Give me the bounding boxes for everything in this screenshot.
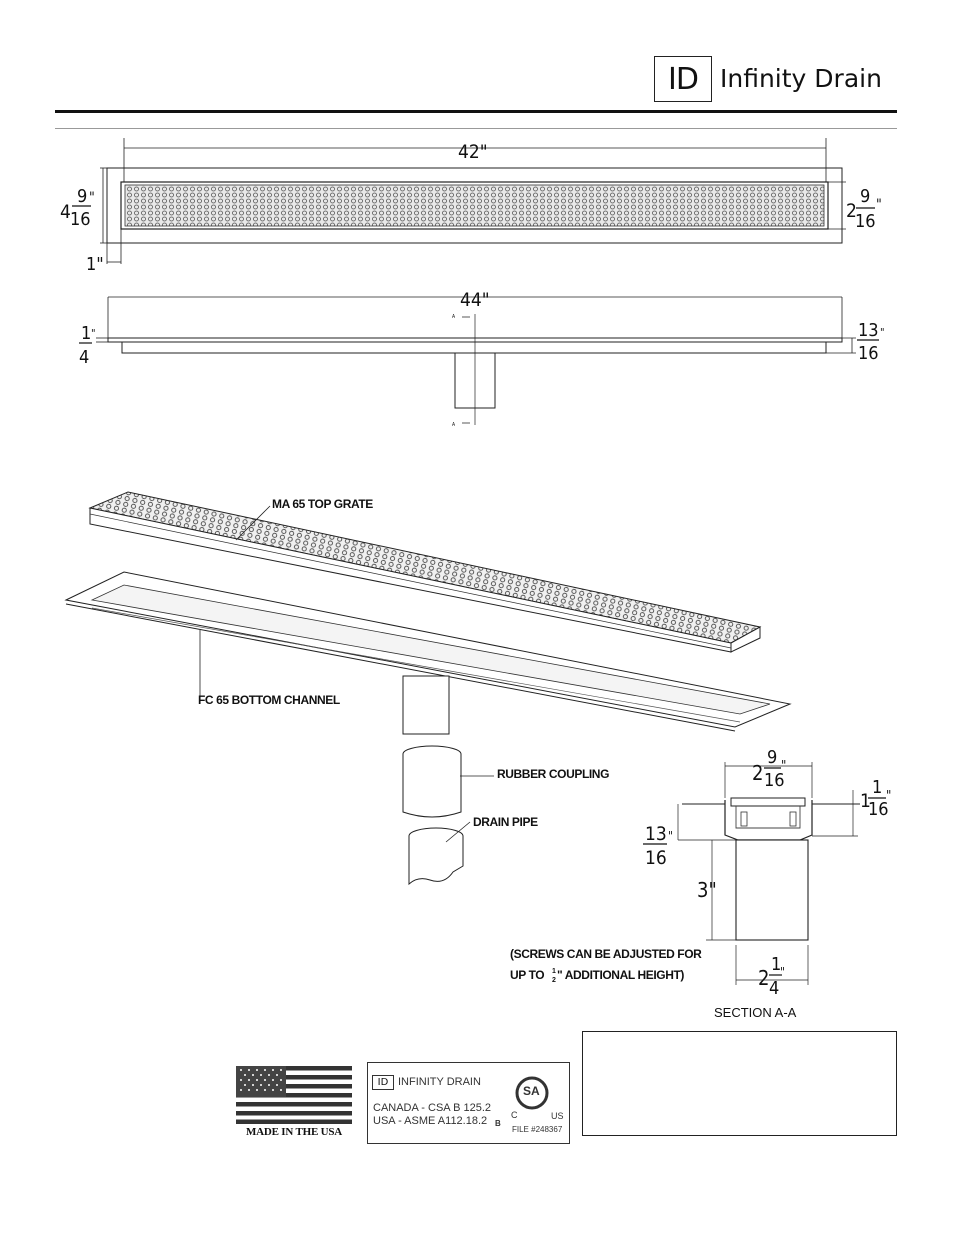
screws-note-line1: (SCREWS CAN BE ADJUSTED FOR	[510, 947, 702, 961]
notes-box	[582, 1031, 897, 1136]
channel-outlet	[402, 675, 450, 735]
channel-inner	[90, 584, 771, 715]
channel-label: FC 65 BOTTOM CHANNEL	[198, 693, 340, 707]
side-view-left-unit: "	[91, 327, 96, 340]
section-left-unit: "	[668, 829, 673, 843]
top-view-grate-num: 9	[860, 186, 870, 207]
usa-flag-icon	[236, 1066, 352, 1124]
top-view-width-den: 16	[70, 209, 91, 230]
side-view-right-num: 13	[858, 320, 879, 341]
section-outlet-whole: 2	[758, 966, 769, 990]
section-outlet-den: 4	[769, 978, 779, 999]
header-rule	[55, 110, 897, 113]
exploded-view	[64, 491, 792, 886]
top-view-grate-den: 16	[855, 211, 876, 232]
side-view-channel	[121, 341, 827, 354]
section-flange-unit: "	[886, 789, 891, 804]
top-view-width-unit: "	[89, 190, 95, 206]
csa-logo-icon: SA	[515, 1076, 549, 1110]
side-view-length: 44"	[460, 289, 490, 311]
top-view-grate	[124, 184, 825, 227]
section-grate	[730, 797, 806, 807]
section-flange-den: 16	[868, 799, 889, 820]
cert-logo-mark: ID	[372, 1075, 394, 1090]
screws-note-line2-b: " ADDITIONAL HEIGHT)	[557, 968, 684, 982]
top-view-grate-whole: 2	[846, 200, 857, 222]
section-flange-num: 1	[872, 777, 882, 798]
section-view	[677, 762, 860, 985]
cert-usa: USA - ASME A112.18.2	[373, 1115, 488, 1127]
side-view-left-num: 1	[81, 323, 91, 344]
header-subrule	[55, 128, 897, 129]
section-marker-bottom: A	[452, 422, 456, 428]
screws-note-line2-den: 2	[552, 977, 556, 984]
top-view	[100, 138, 846, 264]
top-view-length: 42"	[458, 141, 488, 163]
cert-us-mark: US	[551, 1111, 564, 1121]
top-view-grate-unit: "	[876, 197, 882, 213]
svg-text:SA: SA	[523, 1084, 540, 1098]
section-left-den: 16	[645, 847, 667, 869]
cert-b-mark: B	[495, 1119, 501, 1128]
section-top-whole: 2	[752, 761, 763, 785]
brand-logo-mark: ID	[654, 56, 712, 102]
section-top-num: 9	[767, 747, 777, 768]
section-top-unit: "	[781, 759, 786, 774]
side-view-right-den: 16	[858, 343, 879, 364]
brand-name: Infinity Drain	[720, 64, 882, 93]
top-view-width-whole: 4	[60, 201, 71, 223]
screws-note-line2-num: 1	[552, 968, 556, 975]
logo-initials: ID	[668, 61, 699, 97]
top-view-offset: 1"	[86, 254, 104, 275]
section-title: SECTION A-A	[714, 1005, 797, 1020]
certification-box: ID INFINITY DRAIN CANADA - CSA B 125.2 U…	[367, 1062, 570, 1144]
cert-brand: INFINITY DRAIN	[398, 1076, 481, 1088]
rubber-coupling	[402, 754, 462, 818]
section-outlet-num: 1	[771, 954, 781, 975]
cert-c-mark: C	[511, 1110, 518, 1120]
screws-note-line2-a: UP TO	[510, 968, 544, 982]
drain-pipe	[408, 836, 464, 886]
cert-file-number: FILE #248367	[512, 1125, 563, 1134]
coupling-label: RUBBER COUPLING	[497, 767, 609, 781]
grate-end-face	[730, 626, 761, 653]
section-marker-top: A	[452, 314, 456, 320]
section-outlet-unit: "	[780, 965, 785, 979]
cert-canada: CANADA - CSA B 125.2	[373, 1102, 491, 1114]
section-left-num: 13	[645, 823, 667, 845]
side-view	[96, 296, 856, 425]
section-outlet	[735, 839, 809, 941]
grate-label: MA 65 TOP GRATE	[272, 497, 373, 511]
made-in-usa-label: MADE IN THE USA	[245, 1126, 343, 1138]
top-view-width-num: 9	[77, 186, 87, 207]
section-flange-whole: 1	[860, 790, 871, 812]
pipe-label: DRAIN PIPE	[473, 815, 538, 829]
section-outlet-height: 3"	[697, 878, 717, 902]
side-view-right-unit: "	[880, 326, 885, 339]
side-view-left-den: 4	[79, 347, 89, 368]
section-top-den: 16	[764, 770, 785, 791]
